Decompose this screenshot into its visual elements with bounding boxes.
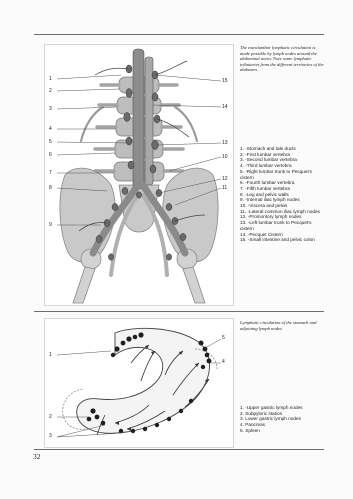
callout-12: 12 — [222, 176, 228, 182]
callout-14: 14 — [222, 104, 228, 110]
callout-10: 10 — [222, 154, 228, 160]
figure1-caption: The extralumbar lymphatic circulation is… — [240, 45, 324, 73]
figure2-caption: Lymphatic circulation of the stomach and… — [240, 320, 324, 331]
figure1-legend: 1. -Stomach and tale ducts 2. -First lum… — [240, 146, 326, 243]
legend-item: 15. -Small intestine and pelvic colon — [240, 237, 326, 243]
legend-item: 13. -Left lumbar trunk to Pecquet's cist… — [240, 220, 326, 231]
callout-1: 1 — [49, 76, 52, 82]
figure-lumbar-lymphatics: 1 2 3 4 5 6 7 8 9 15 14 13 10 12 11 — [44, 44, 234, 306]
legend-item: 5. -Right lumbar trunk to Pecquet's cist… — [240, 169, 326, 180]
callout-11: 11 — [222, 185, 227, 191]
stomach-lymphatics-illustration — [45, 319, 233, 447]
callout-stomach-1: 1 — [49, 352, 52, 358]
figure2-legend: 1. -Upper gastric lymph nodes 2. Subpylo… — [240, 405, 326, 434]
callout-15: 15 — [222, 78, 228, 84]
callout-9: 9 — [49, 222, 52, 228]
figure-stomach-lymphatics: 1 2 3 5 4 — [44, 318, 234, 448]
callout-5: 5 — [49, 139, 52, 145]
callout-stomach-2: 2 — [49, 414, 52, 420]
callout-stomach-5: 5 — [222, 335, 225, 341]
top-rule — [34, 34, 324, 35]
callout-stomach-3: 3 — [49, 433, 52, 439]
callout-stomach-4: 4 — [222, 359, 225, 365]
callout-13: 13 — [222, 140, 228, 146]
middle-rule — [34, 311, 324, 312]
bottom-rule — [34, 449, 324, 450]
callout-6: 6 — [49, 152, 52, 158]
callout-3: 3 — [49, 106, 52, 112]
legend-item: 5. Spleen — [240, 428, 326, 434]
callout-7: 7 — [49, 170, 52, 176]
lumbar-lymphatics-illustration — [45, 45, 233, 305]
callout-8: 8 — [49, 185, 52, 191]
callout-2: 2 — [49, 88, 52, 94]
page-number: 32 — [33, 452, 41, 461]
callout-4: 4 — [49, 126, 52, 132]
